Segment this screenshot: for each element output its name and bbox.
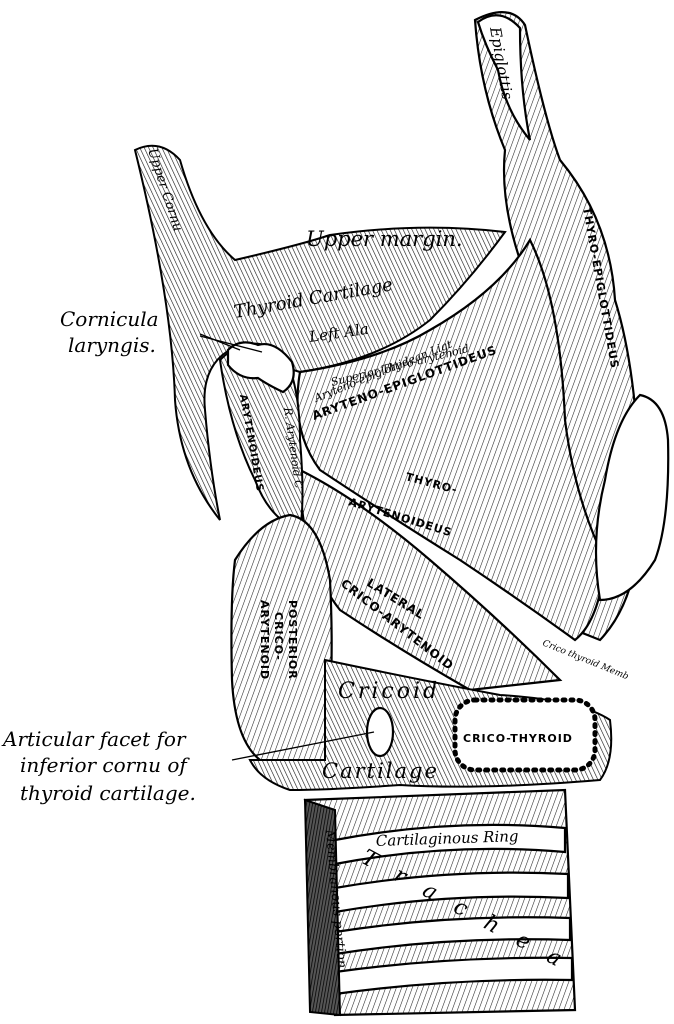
trachea-shape (303, 788, 577, 1017)
label-posterior: POSTERIOR (286, 600, 299, 680)
crico-thyroid-muscle-shape (452, 697, 598, 773)
leader-lines (199, 333, 375, 761)
label-cartilaginous-ring: Cartilaginous Ring (376, 827, 519, 850)
label-crico-thyroid: CRICO-THYROID (463, 732, 573, 745)
label-facet-line1: Articular facet for (1, 727, 187, 751)
label-facet-line2: inferior cornu of (20, 753, 190, 777)
arytenoid-shape (218, 341, 333, 767)
label-laryngis: laryngis. (68, 333, 156, 357)
cricoid-cartilage-shape (248, 658, 613, 792)
articular-facet-shape (365, 706, 395, 758)
label-crico: CRICO- (272, 612, 285, 661)
label-arytenoid-posterior: ARYTENOID (258, 600, 271, 680)
crico-thyroid-membrane-shape (594, 393, 670, 602)
label-upper-margin: Upper margin. (306, 227, 463, 251)
label-cornicula: Cornicula (60, 307, 159, 331)
label-cartilage: Cartilage (322, 759, 439, 783)
epiglottis-shape (473, 11, 642, 642)
label-facet-line3: thyroid cartilage. (20, 781, 196, 805)
cornicula-shape (226, 341, 295, 394)
label-cricoid: Cricoid (338, 679, 440, 704)
